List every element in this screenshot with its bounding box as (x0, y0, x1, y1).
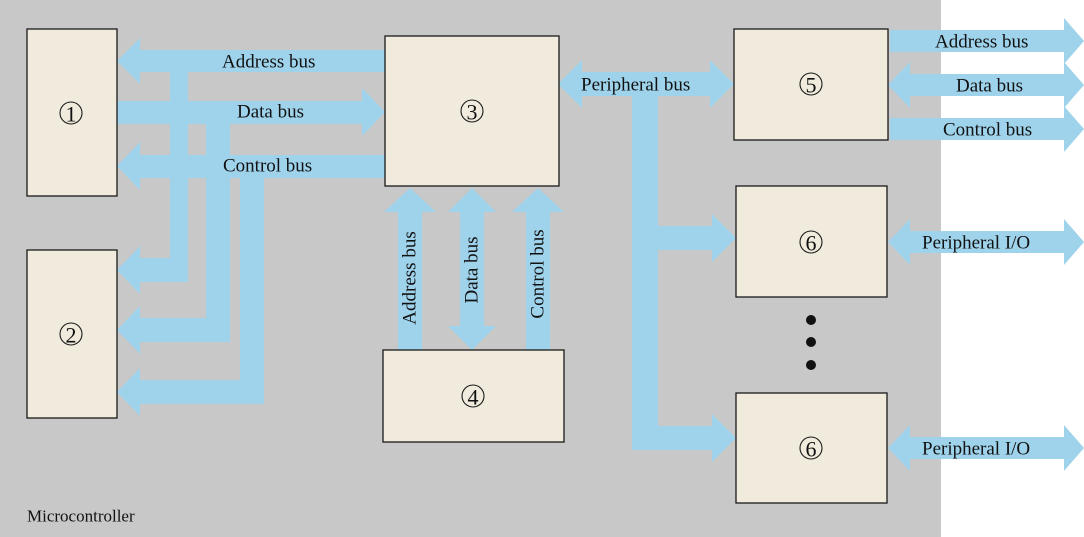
vertical-data-bus-arrow (448, 188, 496, 350)
block-6a-number: 6 (806, 231, 817, 256)
block-2-number: 2 (66, 323, 77, 348)
label-control-bus: Control bus (223, 156, 312, 177)
label-peripheral-io-2: Peripheral I/O (922, 439, 1030, 460)
block-2 (26, 249, 118, 419)
bus-arrows (117, 18, 1084, 471)
peripheral-io-arrow-2 (888, 425, 1084, 471)
label-vertical-data-bus: Data bus (462, 236, 483, 303)
circle-3 (460, 99, 484, 123)
circle-5 (799, 72, 823, 96)
vertical-control-bus-arrow (512, 188, 564, 350)
vertical-address-bus-arrow (384, 188, 436, 350)
circle-4 (461, 384, 485, 408)
peripheral-bus-arrow (558, 60, 736, 462)
block-number-circles (59, 72, 823, 460)
blocks (26, 28, 889, 504)
label-vertical-control-bus: Control bus (528, 229, 549, 318)
block-1-number: 1 (66, 102, 77, 127)
circle-6b (799, 436, 823, 460)
ellipsis-dot-2 (806, 337, 816, 347)
block-6b-number: 6 (806, 437, 817, 462)
label-ext-control-bus: Control bus (943, 120, 1032, 141)
peripheral-io-arrow-1 (888, 219, 1084, 265)
label-address-bus: Address bus (222, 52, 315, 73)
block-3 (384, 35, 560, 187)
control-bus-arrow (117, 142, 385, 416)
label-data-bus: Data bus (237, 102, 304, 123)
external-address-bus-arrow (890, 18, 1084, 64)
circle-2 (59, 322, 83, 346)
block-4 (382, 349, 565, 443)
block-6b (735, 392, 888, 504)
label-ext-address-bus: Address bus (935, 32, 1028, 53)
ellipsis-dot-3 (806, 360, 816, 370)
external-control-bus-arrow (890, 106, 1084, 152)
data-bus-arrow (117, 88, 385, 354)
block-1 (26, 28, 118, 197)
block-4-number: 4 (468, 385, 479, 410)
label-peripheral-bus: Peripheral bus (581, 75, 690, 96)
circle-6a (799, 230, 823, 254)
block-6a (735, 185, 888, 298)
microcontroller-label: Microcontroller (27, 507, 135, 526)
label-ext-data-bus: Data bus (956, 76, 1023, 97)
ellipsis-dots (806, 315, 816, 370)
external-data-bus-arrow (888, 62, 1084, 108)
label-vertical-address-bus: Address bus (400, 231, 421, 324)
block-5-number: 5 (806, 73, 817, 98)
ellipsis-dot-1 (806, 315, 816, 325)
block-numbers: 1 2 3 4 5 6 6 (66, 73, 817, 462)
block-5 (733, 28, 889, 141)
label-peripheral-io-1: Peripheral I/O (922, 233, 1030, 254)
bus-labels: Address bus Data bus Control bus Periphe… (222, 32, 1032, 460)
circle-1 (59, 101, 83, 125)
block-3-number: 3 (467, 100, 478, 125)
